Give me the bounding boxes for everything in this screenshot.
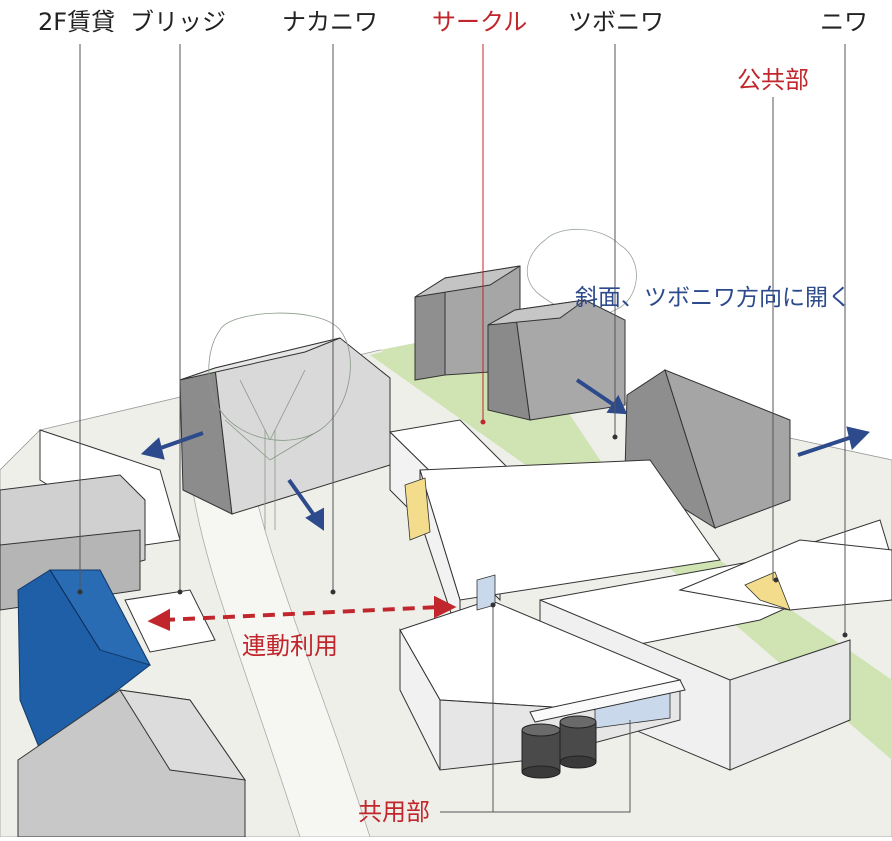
label-tsuboniwa: ツボニワ bbox=[568, 8, 664, 36]
canopy bbox=[529, 679, 686, 723]
arrow-icon bbox=[140, 378, 870, 531]
gable-house-tsuboniwa bbox=[487, 299, 626, 421]
label-shared: 共用部 bbox=[358, 798, 430, 826]
label-circle: サークル bbox=[432, 8, 528, 36]
rental-building bbox=[17, 569, 151, 751]
leader-lines bbox=[79, 44, 846, 813]
label-public: 公共部 bbox=[737, 66, 809, 94]
public-glazing bbox=[744, 571, 791, 611]
left-building-lower bbox=[17, 689, 247, 838]
double-arrow-icon bbox=[147, 595, 457, 632]
label-bridge: ブリッジ bbox=[130, 8, 226, 36]
central-building bbox=[388, 419, 892, 771]
gable-house-right bbox=[624, 369, 791, 530]
label-linked-use: 連動利用 bbox=[242, 632, 338, 660]
tree-icon bbox=[208, 312, 351, 530]
tank-icon bbox=[521, 715, 597, 779]
label-niwa: ニワ bbox=[820, 8, 868, 36]
label-rental: 2F賃貸 bbox=[38, 8, 116, 36]
green-strip bbox=[370, 345, 892, 760]
gable-house-nakaniwa bbox=[179, 337, 391, 515]
label-slope-open: 斜面、ツボニワ方向に開く bbox=[575, 285, 851, 311]
circle-glazing bbox=[404, 477, 431, 541]
leader-dots bbox=[77, 419, 848, 638]
label-nakaniwa: ナカニワ bbox=[282, 8, 378, 36]
